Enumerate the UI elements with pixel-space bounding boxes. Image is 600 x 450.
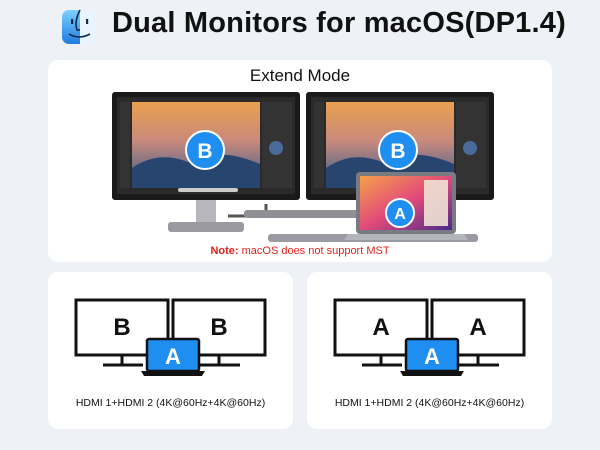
note-text: Note: macOS does not support MST — [210, 245, 390, 257]
badge-a-laptop: A — [385, 198, 415, 228]
monitor-right-label: B — [210, 314, 227, 341]
badge-b-right: B — [378, 130, 418, 170]
diagram-b-b-a: B B A — [74, 298, 267, 376]
laptop-label: A — [424, 344, 440, 369]
badge-b-left: B — [185, 130, 225, 170]
caption-right: HDMI 1+HDMI 2 (4K@60Hz+4K@60Hz) — [334, 397, 525, 409]
svg-text:A: A — [394, 206, 406, 223]
monitor-right-label: A — [469, 314, 486, 341]
laptop-icon: A — [400, 337, 464, 376]
mode-label: Extend Mode — [249, 66, 351, 85]
monitor-left-label: B — [113, 314, 130, 341]
laptop-icon: A — [141, 337, 205, 376]
monitor-left — [112, 92, 300, 232]
diagram-a-a-a: A A A — [333, 298, 526, 376]
page-title: Dual Monitors for macOS(DP1.4) — [112, 7, 566, 39]
laptop-label: A — [165, 344, 181, 369]
monitor-left-label: A — [372, 314, 389, 341]
svg-text:B: B — [197, 140, 212, 163]
caption-left: HDMI 1+HDMI 2 (4K@60Hz+4K@60Hz) — [75, 397, 266, 409]
setup-illustration: B B A — [112, 92, 494, 242]
svg-text:B: B — [390, 140, 405, 163]
finder-icon — [62, 9, 96, 44]
